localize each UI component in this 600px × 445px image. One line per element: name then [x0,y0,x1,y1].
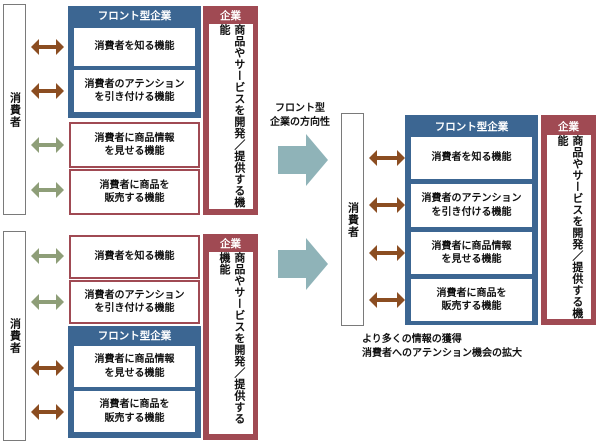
arrow-show-info-2 [31,360,64,376]
function-box-sell-1: 消費者に商品を販売する機能 [69,169,200,215]
arrow-know-2 [31,248,64,264]
arrow-attention-2 [31,294,64,310]
arrow-attention-1 [31,83,64,99]
arrow-show-info-1 [31,137,64,153]
bottom-note-line1: より多くの情報の獲得 [362,334,462,345]
arrow-know-2-shape [31,248,64,264]
direction-label: フロント型企業の方向性 [270,103,330,128]
arrow-sell-2-shape [31,404,64,420]
company-role-text-1: 商品やサービスを開発／提供する機能 [218,24,246,208]
company-role-text-2: 商品やサービスを開発／提供する機能 [218,252,246,425]
arrow-sell-2 [31,404,64,420]
function-box-know-2: 消費者を知る機能 [69,235,200,279]
arrow-sell-3-shape [369,292,405,308]
arrow-know-1 [31,39,64,55]
company-role-text-3: 商品やサービスを開発／提供する機能 [556,135,584,319]
function-box-show-info-3: 消費者に商品情報を見せる機能 [411,232,532,274]
consumer-box-2: 消費者 [3,231,26,441]
consumer-label-3: 消費者 [346,201,360,238]
bottom-note-line2: 消費者へのアテンション機会の拡大 [362,347,522,359]
arrow-show-info-1-shape [31,137,64,153]
arrow-know-1-shape [31,39,64,55]
arrow-show-info-2-shape [31,360,64,376]
front-company-title-1: フロント型企業 [97,10,172,22]
consumer-label-2: 消費者 [8,318,22,354]
function-box-know-3: 消費者を知る機能 [411,137,532,179]
arrow-know-3 [369,150,405,166]
bottom-note: より多くの情報の獲得 消費者へのアテンション機会の拡大 [362,333,562,360]
arrow-attention-3-shape [369,197,405,213]
front-company-title-2: フロント型企業 [97,330,172,342]
company-title-3: 企業 [558,121,579,133]
function-box-show-info-1: 消費者に商品情報を見せる機能 [69,122,200,168]
arrow-attention-2-shape [31,294,64,310]
function-box-sell-3: 消費者に商品を販売する機能 [411,279,532,321]
big-arrow-upper [278,134,328,186]
company-title-2: 企業 [220,238,241,250]
company-role-box-3: 商品やサービスを開発／提供する機能 [547,135,591,319]
function-box-attention-1: 消費者のアテンションを引き付ける機能 [74,70,195,112]
function-box-know-1: 消費者を知る機能 [74,28,195,66]
function-box-attention-3: 消費者のアテンションを引き付ける機能 [411,184,532,227]
company-role-box-2: 商品やサービスを開発／提供する機能 [209,252,253,434]
big-arrow-lower [278,238,328,290]
function-box-sell-2: 消費者に商品を販売する機能 [74,391,195,432]
arrow-show-info-3 [369,245,405,261]
front-company-title-3: フロント型企業 [434,121,509,133]
arrow-attention-3 [369,197,405,213]
function-box-attention-2: 消費者のアテンションを引き付ける機能 [69,280,200,324]
arrow-show-info-3-shape [369,245,405,261]
consumer-label-1: 消費者 [8,91,22,128]
consumer-box-3: 消費者 [341,113,364,326]
company-title-1: 企業 [220,10,241,22]
consumer-box-1: 消費者 [3,4,26,215]
function-box-show-info-2: 消費者に商品情報を見せる機能 [74,346,195,387]
arrow-attention-1-shape [31,83,64,99]
arrow-sell-1-shape [31,182,64,198]
arrow-sell-3 [369,292,405,308]
company-role-box-1: 商品やサービスを開発／提供する機能 [209,24,253,209]
arrow-know-3-shape [369,150,405,166]
arrow-sell-1 [31,182,64,198]
